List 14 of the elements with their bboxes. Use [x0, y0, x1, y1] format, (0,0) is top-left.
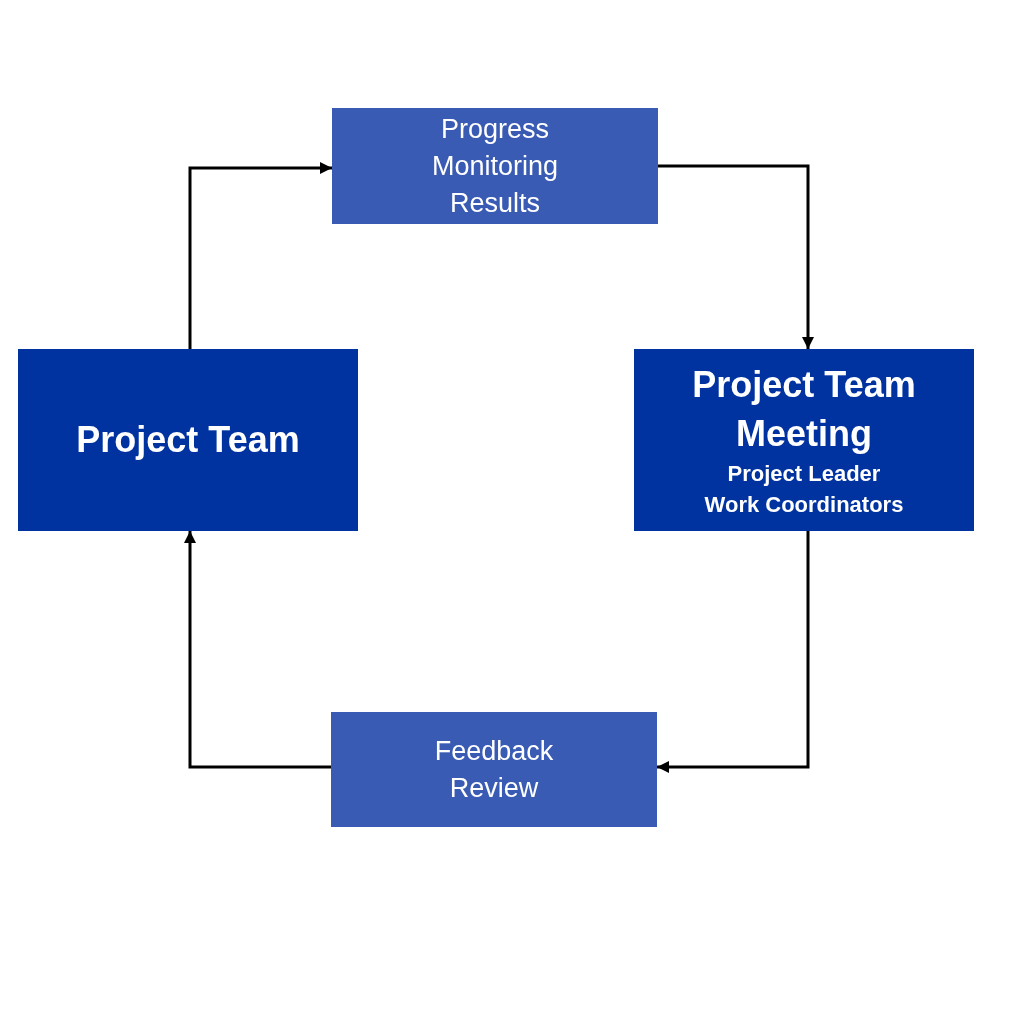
arrow [188, 162, 332, 349]
process-box [634, 349, 974, 531]
process-box [18, 349, 358, 531]
process-box [332, 108, 658, 224]
arrow [658, 164, 814, 349]
box-title: Project Team [76, 418, 300, 462]
arrow [657, 531, 810, 773]
box-text: Project Leader [727, 460, 881, 488]
process-box [331, 712, 657, 827]
box-title: Project Team Meeting [691, 363, 917, 456]
arrow [184, 531, 331, 769]
box-title: Feedback Review [433, 734, 555, 805]
box-text: Work Coordinators [704, 491, 904, 519]
box-title: Progress Monitoring Results [430, 112, 560, 220]
